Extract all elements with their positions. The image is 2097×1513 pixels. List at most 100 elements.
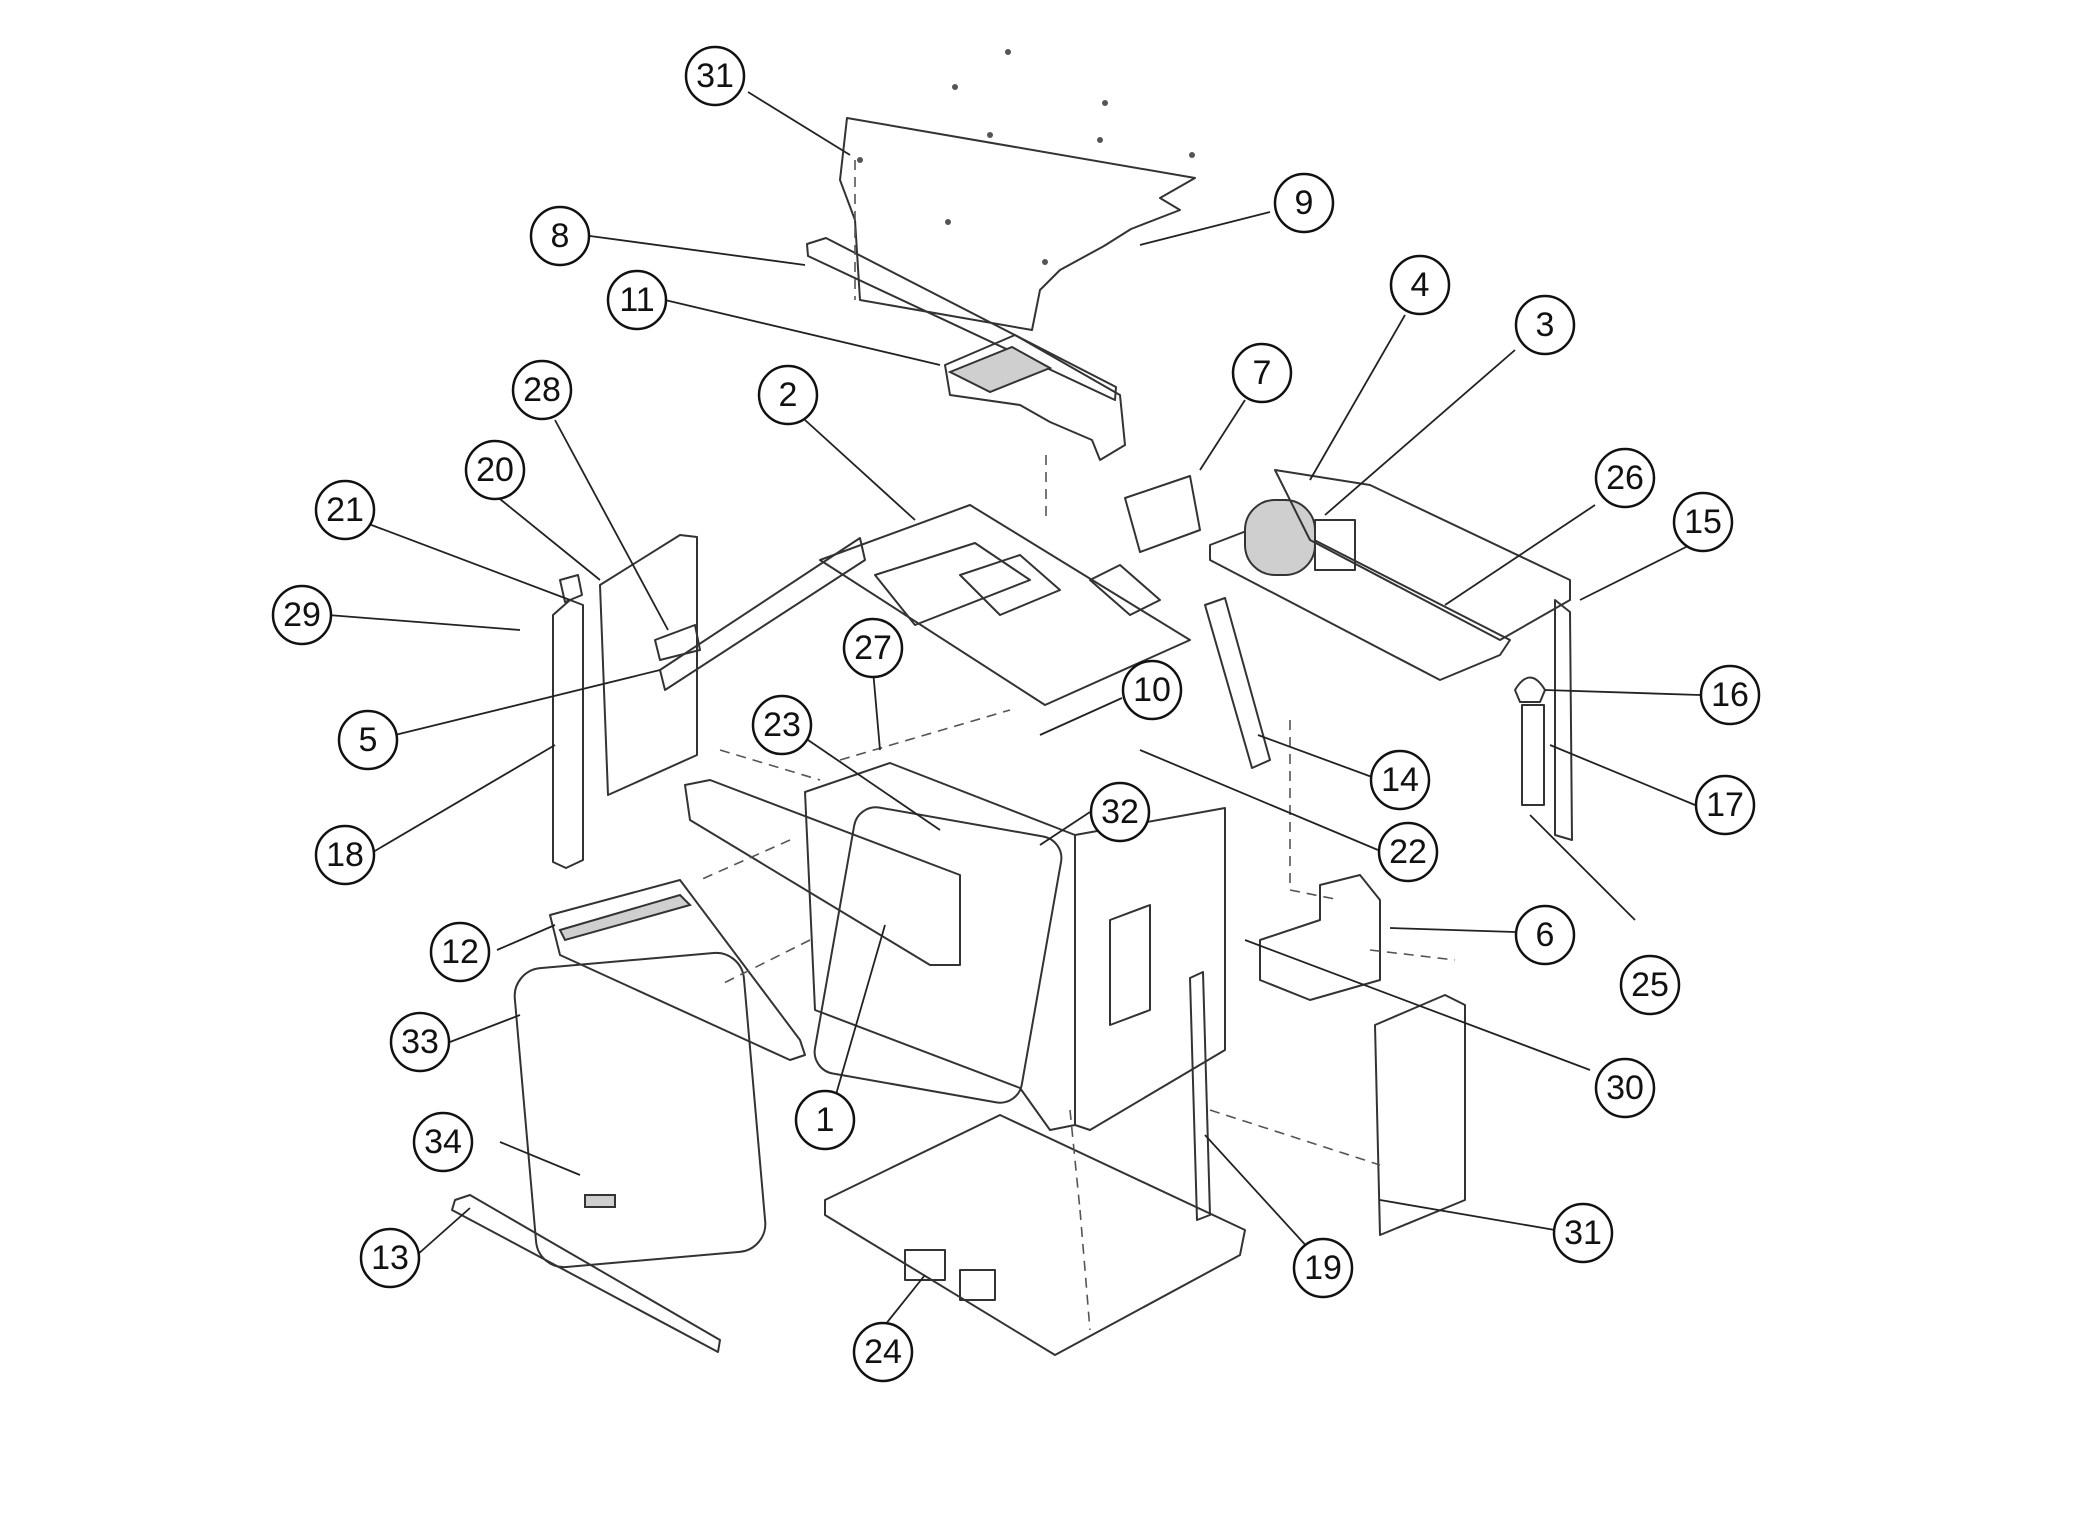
door-gasket (513, 951, 767, 1269)
top-duct-opening (947, 345, 1053, 394)
callout-21: 21 (314, 479, 376, 541)
callout-3: 3 (1514, 294, 1576, 356)
callout-18: 18 (314, 824, 376, 886)
svg-text:8: 8 (551, 217, 570, 255)
svg-text:6: 6 (1536, 916, 1555, 954)
callout-33: 33 (389, 1011, 451, 1073)
callout-26: 26 (1594, 447, 1656, 509)
callout-7: 7 (1231, 342, 1293, 404)
callout-31-top: 31 (684, 45, 746, 107)
rear-bracket (1259, 874, 1381, 1001)
svg-text:11: 11 (619, 281, 654, 319)
vent-duct-strip (1204, 597, 1271, 769)
svg-text:14: 14 (1381, 761, 1419, 799)
control-harness (1089, 564, 1161, 616)
oven-front-frame (804, 762, 1076, 1131)
svg-text:4: 4 (1411, 266, 1430, 304)
left-vent-bracket (654, 624, 701, 661)
control-board-cover (1124, 475, 1201, 553)
svg-text:31: 31 (696, 57, 734, 95)
oven-side-panel (1074, 807, 1226, 1131)
svg-text:21: 21 (326, 491, 364, 529)
svg-text:24: 24 (864, 1333, 902, 1371)
svg-text:20: 20 (476, 451, 514, 489)
blower-outlet (1314, 519, 1356, 571)
svg-text:34: 34 (424, 1123, 462, 1161)
callout-2: 2 (757, 364, 819, 426)
svg-text:16: 16 (1711, 676, 1749, 714)
blower-motor-housing (1244, 499, 1316, 576)
svg-text:33: 33 (401, 1023, 439, 1061)
callout-24: 24 (852, 1321, 914, 1383)
svg-text:31: 31 (1564, 1214, 1602, 1252)
svg-text:10: 10 (1133, 671, 1171, 709)
callout-32: 32 (1089, 781, 1151, 843)
callout-14: 14 (1369, 749, 1431, 811)
svg-text:18: 18 (326, 836, 364, 874)
callout-13: 13 (359, 1227, 421, 1289)
rear-side-panel (1374, 994, 1466, 1236)
front-facia-console (684, 779, 961, 966)
callout-4: 4 (1389, 254, 1451, 316)
callout-10: 10 (1121, 659, 1183, 721)
callout-29: 29 (271, 584, 333, 646)
control-relay-block (959, 554, 1061, 616)
svg-text:9: 9 (1295, 184, 1314, 222)
svg-text:19: 19 (1304, 1249, 1342, 1287)
svg-text:13: 13 (371, 1239, 409, 1277)
callout-20: 20 (464, 439, 526, 501)
callout-16: 16 (1699, 664, 1761, 726)
svg-text:17: 17 (1706, 786, 1744, 824)
exhaust-elbow (1514, 676, 1546, 703)
leader-lines (327, 91, 1701, 1326)
callout-6: 6 (1514, 904, 1576, 966)
svg-text:25: 25 (1631, 966, 1669, 1004)
callout-1: 1 (794, 1089, 856, 1151)
svg-text:30: 30 (1606, 1069, 1644, 1107)
callout-25: 25 (1619, 954, 1681, 1016)
callout-17: 17 (1694, 774, 1756, 836)
svg-text:27: 27 (854, 629, 892, 667)
callout-8: 8 (529, 205, 591, 267)
top-duct-box (944, 334, 1126, 461)
svg-text:3: 3 (1536, 306, 1555, 344)
right-side-rail (1554, 599, 1573, 841)
callout-34: 34 (412, 1111, 474, 1173)
floor-block-2 (959, 1269, 996, 1301)
svg-text:12: 12 (441, 933, 479, 971)
parts-drawing (451, 49, 1573, 1356)
oven-door-window (813, 806, 1063, 1104)
svg-text:5: 5 (359, 721, 378, 759)
svg-text:26: 26 (1606, 459, 1644, 497)
control-panel-plate (819, 504, 1191, 706)
callout-31-bottom: 31 (1552, 1202, 1614, 1264)
floor-block-1 (904, 1249, 946, 1281)
bottom-floor-panel (824, 1114, 1246, 1356)
svg-text:32: 32 (1101, 793, 1139, 831)
svg-text:29: 29 (283, 596, 321, 634)
svg-text:22: 22 (1389, 833, 1427, 871)
callout-22: 22 (1377, 821, 1439, 883)
door-handle-trim (584, 1194, 616, 1208)
left-shelf-bracket (659, 537, 866, 691)
svg-text:1: 1 (816, 1101, 835, 1139)
svg-text:28: 28 (523, 371, 561, 409)
callout-28: 28 (511, 359, 573, 421)
left-side-panel (599, 534, 698, 796)
callout-27: 27 (842, 617, 904, 679)
exhaust-hose (1521, 704, 1545, 806)
callout-11: 11 (606, 269, 668, 331)
svg-text:23: 23 (763, 706, 801, 744)
callout-23: 23 (751, 694, 813, 756)
callout-12: 12 (429, 921, 491, 983)
svg-text:15: 15 (1684, 503, 1722, 541)
callout-9: 9 (1273, 172, 1335, 234)
bottom-trim-strip (451, 1194, 721, 1353)
inner-door-panel (549, 879, 806, 1061)
back-panel (1274, 469, 1571, 641)
callout-19: 19 (1292, 1237, 1354, 1299)
callout-30: 30 (1594, 1057, 1656, 1119)
left-hinge-channel (552, 599, 584, 869)
left-hinge-bracket (559, 574, 583, 603)
